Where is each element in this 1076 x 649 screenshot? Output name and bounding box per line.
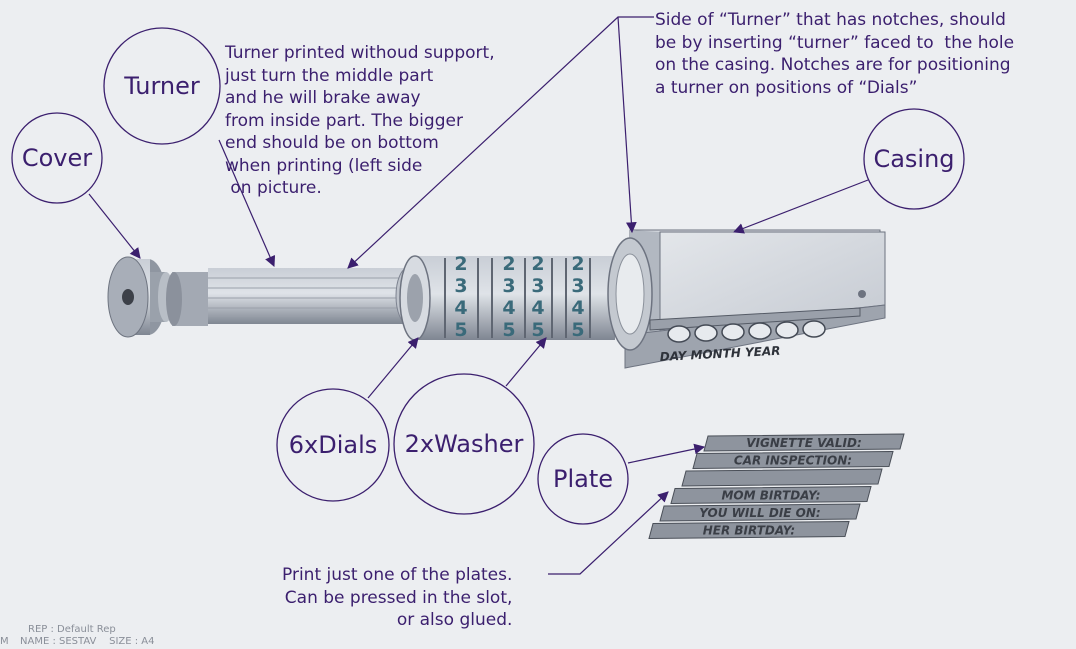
- plate-item: YOU WILL DIE ON:: [659, 503, 861, 522]
- plate-item: [681, 468, 883, 487]
- dials-label: 6xDials: [288, 431, 378, 459]
- dial-digit: 2: [502, 253, 515, 275]
- notches-note: Side of “Turner” that has notches, shoul…: [655, 10, 1015, 98]
- turner-note: Turner printed withoud support, just tur…: [225, 43, 495, 198]
- dial-digit: 2: [571, 253, 584, 275]
- dial-digit: 3: [531, 275, 544, 297]
- dial-digit: 2: [454, 253, 467, 275]
- dial-digit: 4: [571, 297, 584, 319]
- cover-part: [107, 256, 174, 338]
- notches-leader-casing: [617, 16, 637, 234]
- dial-digit: 3: [454, 275, 467, 297]
- dial-digit: 5: [531, 319, 544, 341]
- plate-bubble: [537, 433, 629, 525]
- cover-leader: [88, 193, 141, 259]
- dials-bubble: [276, 388, 390, 502]
- name-size-text: NAME : SESTAV SIZE : A4: [20, 636, 155, 647]
- cover-bubble: [11, 112, 103, 204]
- dial-digit: 4: [454, 297, 467, 319]
- turner-label: Turner: [124, 72, 200, 100]
- plate-item: CAR INSPECTION:: [692, 450, 894, 470]
- dial-digit: 2: [531, 253, 544, 275]
- washer-label: 2xWasher: [404, 430, 524, 458]
- cover-label: Cover: [21, 144, 93, 172]
- plate-note: Print just one of the plates. Can be pre…: [282, 565, 513, 630]
- casing-leader: [732, 179, 869, 234]
- plate-label: Plate: [552, 465, 614, 493]
- plate-text: YOU WILL DIE ON:: [699, 506, 820, 520]
- washer-leader: [505, 337, 547, 387]
- turner-leader: [218, 139, 276, 267]
- plate-text: CAR INSPECTION:: [734, 454, 852, 468]
- rep-text: REP : Default Rep: [28, 624, 116, 635]
- plates-group: VIGNETTE VALID: CAR INSPECTION: MOM BIRTDA…: [648, 433, 905, 540]
- dial-digit: 5: [454, 319, 467, 341]
- plate-leader: [627, 443, 706, 464]
- plate-item: MOM BIRTDAY:: [670, 485, 872, 505]
- turner-part: [166, 267, 421, 326]
- dial-digit: 3: [571, 275, 584, 297]
- plate-item: HER BIRTDAY:: [648, 520, 850, 540]
- washer-bubble: [393, 373, 535, 515]
- dials-leader: [367, 337, 419, 399]
- left-char-text: M: [0, 636, 9, 647]
- casing-label: Casing: [873, 145, 955, 173]
- plate-text: MOM BIRTDAY:: [721, 489, 820, 503]
- dial-digit: 4: [502, 297, 515, 319]
- casing-part: DAY MONTH YEAR: [607, 229, 886, 369]
- turner-bubble: [103, 27, 221, 145]
- dial-digit: 4: [531, 297, 544, 319]
- plate-text: VIGNETTE VALID:: [746, 436, 862, 450]
- dial-digit: 5: [571, 319, 584, 341]
- casing-engraving: DAY MONTH YEAR: [659, 344, 780, 364]
- plate-item: VIGNETTE VALID:: [703, 433, 905, 452]
- plate-text: HER BIRTDAY:: [703, 524, 795, 538]
- dial-digit: 5: [502, 319, 515, 341]
- casing-bubble: [863, 108, 965, 210]
- plate-note-leader: [548, 491, 669, 575]
- dial-digit: 3: [502, 275, 515, 297]
